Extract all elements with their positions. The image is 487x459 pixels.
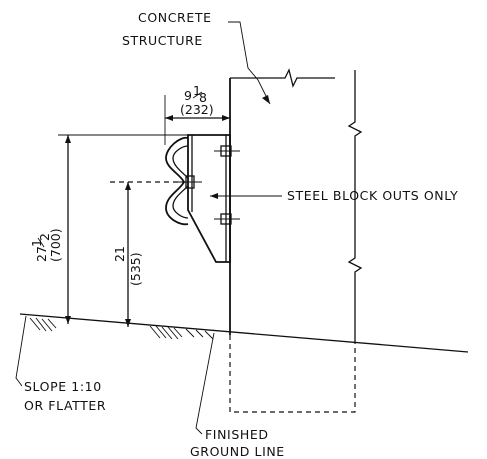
concrete-structure-label: CONCRETE STRUCTURE	[122, 10, 271, 105]
steel-blockout	[176, 134, 240, 263]
finished-ground-line	[19, 313, 469, 353]
blockout-width-whole: 9	[184, 88, 192, 103]
bolt-center	[176, 175, 202, 189]
rail-height-whole: 27	[34, 246, 49, 262]
blockout-width-numerator: 1	[193, 83, 201, 98]
steel-blockouts-text: STEEL BLOCK OUTS ONLY	[287, 188, 458, 203]
steel-blockouts-label: STEEL BLOCK OUTS ONLY	[210, 188, 458, 203]
concrete-label-line1: CONCRETE	[138, 10, 212, 25]
slope-label: SLOPE 1:10 OR FLATTER	[15, 315, 106, 413]
ground-line-label: FINISHED GROUND LINE	[190, 332, 285, 459]
bolt-lower	[214, 213, 240, 225]
dimension-rail-height: 27 1 2 (700)	[29, 134, 190, 324]
center-height: 21	[112, 246, 127, 262]
dimension-blockout-width: 9 1 8 (232)	[164, 83, 231, 145]
ground-hatching-right	[149, 325, 214, 340]
slope-label-line1: SLOPE 1:10	[24, 379, 102, 394]
blockout-width-mm: (232)	[180, 102, 214, 117]
ground-label-line1: FINISHED	[205, 427, 269, 442]
w-beam-rail	[165, 136, 189, 226]
concrete-structure	[229, 68, 363, 413]
blockout-width-denominator: 8	[199, 90, 207, 105]
ground-label-line2: GROUND LINE	[190, 444, 285, 459]
dimension-center-height: 21 (535)	[110, 181, 185, 327]
slope-label-line2: OR FLATTER	[24, 398, 106, 413]
ground-hatching-left	[29, 317, 57, 332]
center-height-mm: (535)	[128, 252, 143, 286]
rail-height-mm: (700)	[48, 228, 63, 262]
bolt-upper	[214, 145, 240, 157]
rail-height-numerator: 1	[29, 239, 44, 247]
concrete-label-line2: STRUCTURE	[122, 33, 203, 48]
rail-height-denominator: 2	[37, 233, 52, 241]
